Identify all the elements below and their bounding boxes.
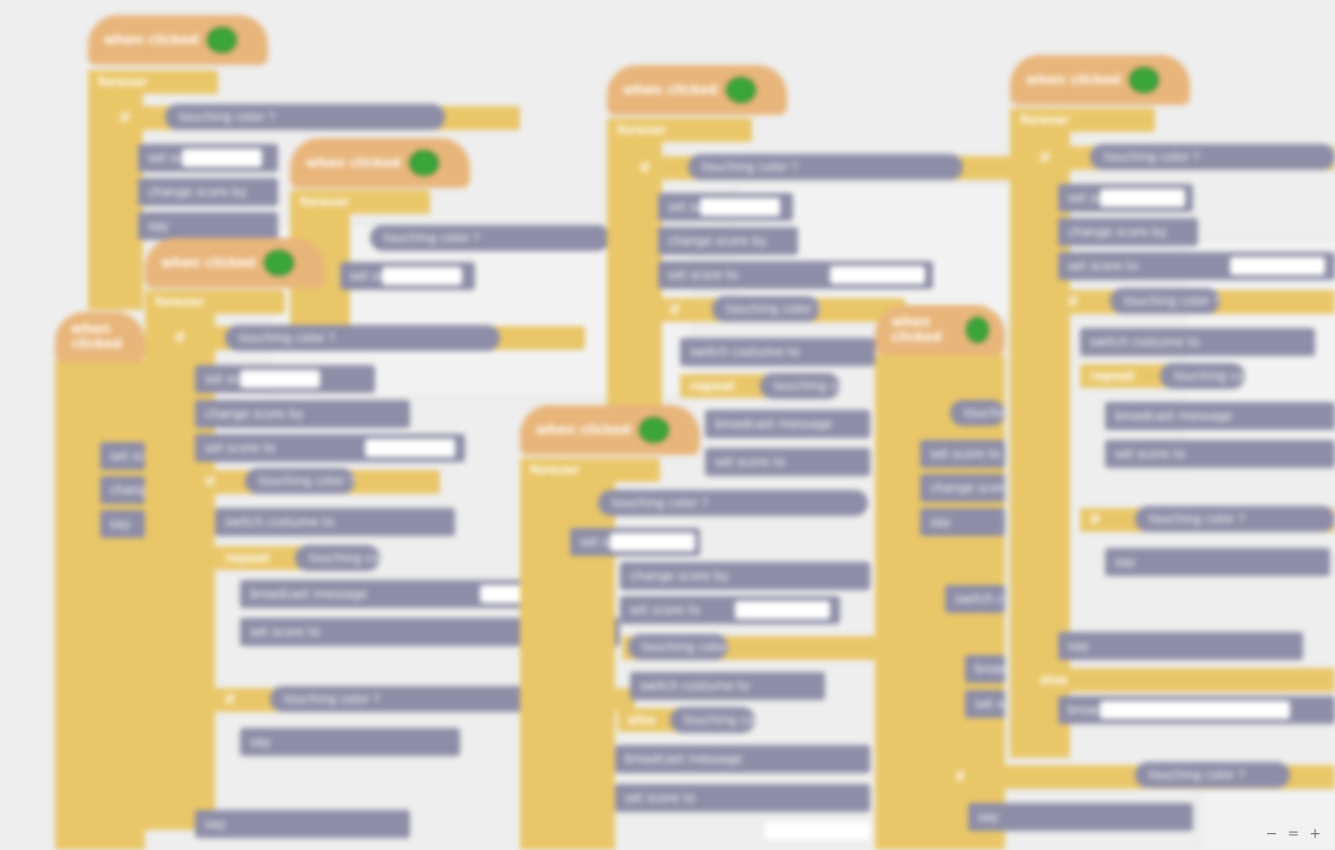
script-spine[interactable] [520, 458, 615, 850]
zoom-out-button[interactable]: − [1265, 826, 1278, 842]
say-block[interactable]: say [1105, 548, 1330, 576]
change-variable-block[interactable]: change score by [138, 178, 278, 206]
touching-condition[interactable]: touching color ? [1090, 144, 1335, 170]
value-slot[interactable] [830, 266, 925, 284]
forever-block[interactable]: forever [520, 458, 660, 482]
green-flag-icon [966, 317, 989, 343]
switch-costume-block[interactable]: switch costume to [215, 508, 455, 536]
touching-condition[interactable]: touching color ? [950, 400, 1005, 426]
touching-condition[interactable]: touching color ? [670, 707, 755, 733]
hat-text: when clicked [161, 255, 256, 271]
switch-costume-block[interactable]: switch costume to [630, 672, 825, 700]
touching-condition[interactable]: touching color ? [598, 490, 868, 516]
green-flag-icon [1128, 67, 1159, 93]
hat-text: when clicked [623, 82, 718, 98]
value-slot[interactable] [182, 149, 262, 167]
change-variable-block[interactable]: change score by [920, 474, 1005, 502]
touching-condition[interactable]: touching color ? [295, 545, 380, 571]
when-flag-clicked-block[interactable]: when clicked [520, 405, 700, 455]
set-variable-block[interactable]: set score to [705, 448, 870, 476]
broadcast-block[interactable]: broadcast message [705, 410, 870, 438]
change-variable-block[interactable]: change score by [620, 562, 870, 590]
recenter-button[interactable]: = [1287, 826, 1300, 842]
touching-condition[interactable]: touching color ? [688, 154, 963, 180]
touching-condition[interactable]: touching color ? [628, 634, 728, 660]
switch-costume-block[interactable]: switch costume to [945, 585, 1005, 613]
hat-text: when clicked [536, 422, 631, 438]
when-flag-clicked-block[interactable]: when clicked [88, 15, 268, 65]
set-variable-block[interactable]: set score to [100, 442, 145, 470]
green-flag-icon [206, 27, 237, 53]
touching-condition[interactable]: touching color ? [225, 325, 500, 351]
value-slot[interactable] [1100, 701, 1290, 719]
touching-condition[interactable]: touching color ? [1110, 288, 1220, 314]
forever-block[interactable]: forever [607, 118, 752, 142]
else-block[interactable]: else [1030, 668, 1335, 692]
when-flag-clicked-block[interactable]: when clicked [1010, 55, 1190, 105]
zoom-in-button[interactable]: + [1309, 826, 1321, 842]
green-flag-icon [725, 77, 756, 103]
say-block[interactable]: say [138, 212, 278, 240]
green-flag-icon [408, 150, 439, 176]
green-flag-icon [638, 417, 669, 443]
set-variable-block[interactable]: set score to [195, 434, 465, 462]
value-slot[interactable] [240, 370, 320, 388]
broadcast-block[interactable]: broadcast message [965, 655, 1005, 683]
value-slot[interactable] [735, 601, 830, 619]
touching-condition[interactable]: touching color ? [760, 373, 840, 399]
forever-block[interactable]: forever [88, 70, 218, 94]
hat-text: when clicked [1026, 72, 1121, 88]
broadcast-block[interactable]: broadcast message [1105, 402, 1335, 430]
say-block[interactable]: say [100, 510, 145, 538]
when-flag-clicked-block[interactable]: when clicked [145, 238, 325, 288]
value-slot[interactable] [610, 533, 695, 551]
forever-block[interactable]: forever [1010, 108, 1155, 132]
touching-condition[interactable]: touching color ? [1160, 363, 1245, 389]
set-variable-block[interactable]: set score to [965, 690, 1005, 718]
set-variable-block[interactable]: set score to [920, 440, 1005, 468]
say-block[interactable]: say [968, 803, 1193, 831]
set-variable-block[interactable]: set score to [615, 784, 870, 812]
hat-text: when clicked [104, 32, 199, 48]
when-flag-clicked-block[interactable]: when clicked [875, 305, 1005, 355]
touching-condition[interactable]: touching color ? [712, 296, 820, 322]
forever-block[interactable]: forever [145, 290, 285, 314]
say-block[interactable]: say [195, 810, 410, 838]
touching-condition[interactable]: touching color ? [1135, 762, 1290, 788]
value-slot[interactable] [382, 267, 462, 285]
change-variable-block[interactable]: change score by [658, 227, 798, 255]
value-slot[interactable] [1230, 257, 1325, 275]
change-variable-block[interactable]: change score by [100, 476, 145, 504]
switch-costume-block[interactable]: switch costume to [680, 338, 875, 366]
when-flag-clicked-block[interactable]: when clicked [607, 65, 787, 115]
hat-text: when clicked [891, 315, 942, 345]
set-variable-block[interactable]: set score to [1105, 440, 1335, 468]
hat-text: when clicked [306, 155, 401, 171]
value-slot[interactable] [365, 439, 455, 457]
when-flag-clicked-block[interactable]: when clicked [290, 138, 470, 188]
value-slot[interactable] [700, 198, 780, 216]
say-block[interactable]: say [920, 508, 1005, 536]
say-block[interactable]: say [1058, 632, 1303, 660]
broadcast-block[interactable]: broadcast message [615, 745, 870, 773]
workspace-panel [1200, 790, 1335, 850]
forever-block[interactable]: forever [290, 190, 430, 214]
change-variable-block[interactable]: change score by [195, 400, 410, 428]
value-slot[interactable] [1100, 189, 1185, 207]
hat-text: when clicked [71, 322, 122, 352]
script-spine[interactable] [55, 360, 145, 850]
green-flag-icon [263, 250, 294, 276]
value-slot[interactable] [765, 822, 870, 840]
zoom-controls: − = + [1266, 826, 1321, 842]
touching-condition[interactable]: touching color ? [245, 468, 355, 494]
touching-condition[interactable]: touching color ? [165, 104, 445, 130]
touching-condition[interactable]: touching color ? [1135, 506, 1335, 532]
switch-costume-block[interactable]: switch costume to [1080, 328, 1315, 356]
say-block[interactable]: say [240, 728, 460, 756]
when-flag-clicked-block[interactable]: when clicked [55, 312, 145, 362]
touching-condition[interactable]: touching color ? [270, 686, 560, 712]
touching-condition[interactable]: touching color ? [370, 225, 610, 251]
change-variable-block[interactable]: change score by [1058, 218, 1198, 246]
